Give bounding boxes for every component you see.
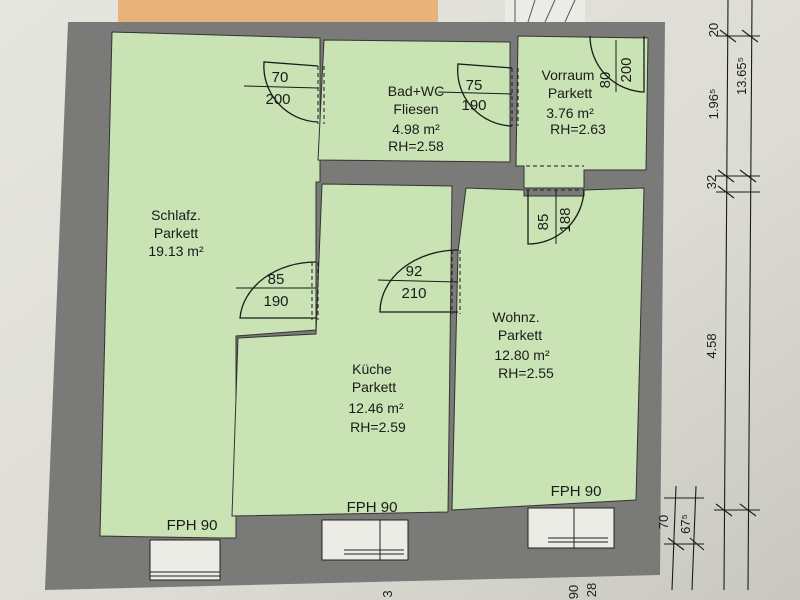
room-name: Schlafz. xyxy=(151,207,201,223)
label-kitchen: Küche Parkett 12.46 m² RH=2.59 xyxy=(348,361,406,435)
room-area: 12.80 m² xyxy=(494,347,550,363)
door-width-label: 80 xyxy=(597,72,614,89)
dimension-label: 28 xyxy=(584,583,599,597)
window-label: FPH 90 xyxy=(347,499,398,516)
door-height-label: 200 xyxy=(618,57,635,82)
door-width-label: 85 xyxy=(535,214,552,231)
room-living xyxy=(451,187,645,511)
room-name: Küche xyxy=(352,361,392,377)
room-name: Vorraum xyxy=(542,67,595,83)
room-height: RH=2.55 xyxy=(498,365,554,381)
room-floor: Parkett xyxy=(154,225,198,241)
window-bedroom xyxy=(149,539,221,581)
room-floor: Parkett xyxy=(548,85,592,101)
window-label: FPH 90 xyxy=(551,483,602,500)
room-kitchen xyxy=(231,183,453,517)
door-link xyxy=(526,165,585,245)
room-height: RH=2.63 xyxy=(550,121,606,137)
room-area: 12.46 m² xyxy=(348,400,404,416)
dimension-label: 4.58 xyxy=(704,333,719,358)
door-bathroom xyxy=(437,63,519,127)
door-width-label: 85 xyxy=(268,271,285,288)
door-height-label: 190 xyxy=(263,293,288,310)
dimension-label: 1.96⁵ xyxy=(706,89,721,120)
label-bedroom: Schlafz. Parkett 19.13 m² xyxy=(148,207,204,259)
door-bed-side xyxy=(236,261,319,320)
room-area: 19.13 m² xyxy=(148,243,204,259)
dimension-label: 3 xyxy=(380,590,395,597)
dimension-label: 20 xyxy=(706,23,721,37)
neighbor-area xyxy=(118,0,438,22)
dimension-label: 13.65⁵ xyxy=(734,57,749,95)
room-floor: Parkett xyxy=(498,327,542,343)
dimension-label: 32 xyxy=(704,175,719,189)
label-living: Wohnz. Parkett 12.80 m² RH=2.55 xyxy=(492,309,554,381)
door-width-label: 92 xyxy=(406,263,423,280)
window-kitchen xyxy=(321,519,409,561)
room-area: 3.76 m² xyxy=(546,105,594,121)
room-height: RH=2.58 xyxy=(388,138,444,154)
room-height: RH=2.59 xyxy=(350,419,406,435)
dimension-label: 70 xyxy=(656,515,671,529)
room-area: 4.98 m² xyxy=(392,121,440,137)
door-bedroom xyxy=(243,61,325,124)
door-height-label: 190 xyxy=(461,97,486,114)
dimension-label: 90 xyxy=(566,585,581,599)
door-height-label: 188 xyxy=(557,207,574,232)
door-width-label: 75 xyxy=(466,77,483,94)
window-living xyxy=(527,507,615,549)
room-hallway xyxy=(515,35,649,189)
room-name: Wohnz. xyxy=(492,309,539,325)
label-bathroom: Bad+WC Fliesen 4.98 m² RH=2.58 xyxy=(388,83,444,154)
window-label: FPH 90 xyxy=(167,517,218,534)
door-kitchen xyxy=(377,249,461,314)
room-floor: Fliesen xyxy=(393,101,438,117)
staircase xyxy=(505,0,585,23)
room-bathroom xyxy=(317,39,511,163)
dimension-label: 67⁵ xyxy=(678,514,693,534)
dimension-lines xyxy=(664,0,760,591)
door-height-label: 210 xyxy=(401,285,426,302)
room-floor: Parkett xyxy=(352,379,396,395)
door-height-label: 200 xyxy=(265,91,290,108)
door-width-label: 70 xyxy=(272,69,289,86)
room-name: Bad+WC xyxy=(388,83,444,99)
label-hallway: Vorraum Parkett 3.76 m² RH=2.63 xyxy=(542,67,606,137)
door-hallway xyxy=(589,35,645,93)
